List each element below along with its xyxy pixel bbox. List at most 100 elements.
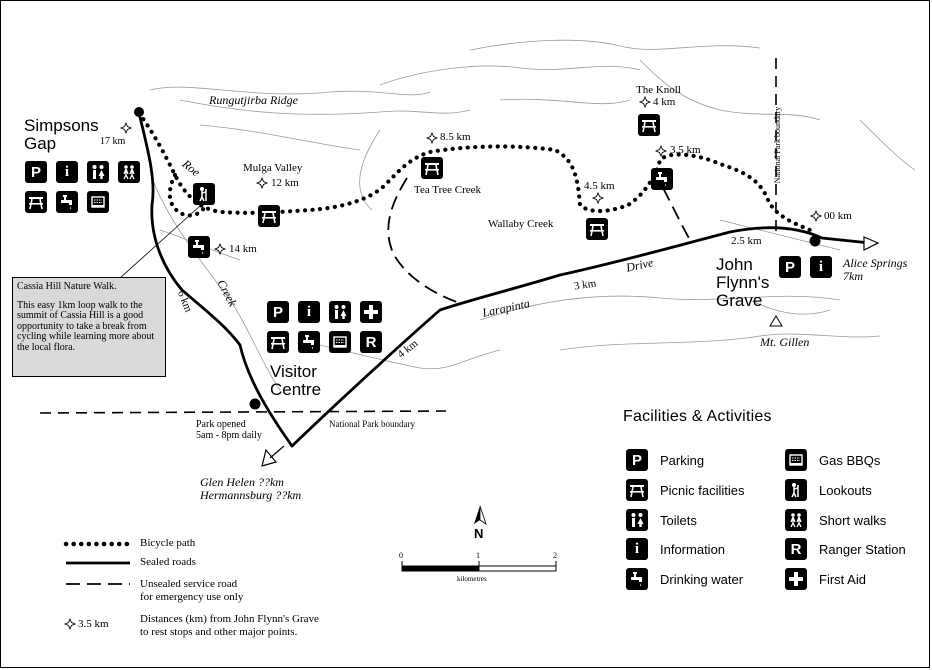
parking-icon: P — [626, 449, 648, 471]
legend-label: Lookouts — [819, 482, 872, 498]
legend-label: Ranger Station — [819, 541, 906, 557]
scale-tick-2: 2 — [553, 551, 557, 560]
short-walks-icon — [785, 509, 807, 531]
legend-toilets: Toilets — [626, 509, 697, 531]
visitor-centre-label: Visitor Centre — [270, 362, 322, 399]
drinking-water-icon — [626, 568, 648, 590]
short-walks-icon — [118, 161, 140, 183]
park-opened-label: Park opened 5am - 8pm daily — [196, 419, 262, 441]
information-icon: i — [626, 538, 648, 560]
scale-bar — [401, 561, 557, 572]
legend-label: Drinking water — [660, 571, 744, 587]
scale-tick-1: 1 — [476, 551, 480, 560]
road-distance-2-5km: 2.5 km — [731, 235, 762, 247]
legend-line-samples — [63, 541, 131, 585]
north-arrow — [474, 505, 487, 525]
legend-gas-bbq: Gas BBQs — [785, 449, 880, 471]
toilets-icon — [329, 301, 351, 323]
legend-label: First Aid — [819, 571, 866, 587]
mt-gillen-triangle — [769, 315, 783, 327]
distance-00km: 00 km — [824, 210, 852, 222]
callout-body: This easy 1km loop walk to the summit of… — [17, 299, 155, 353]
drinking-water-icon — [298, 331, 320, 353]
information-icon: i — [56, 161, 78, 183]
mt-gillen-label: Mt. Gillen — [760, 335, 810, 349]
glen-helen-arrow-line — [269, 445, 285, 459]
distance-4km: 4 km — [653, 96, 676, 108]
key-sealed-roads: Sealed roads — [140, 556, 196, 568]
picnic-icon — [421, 157, 443, 179]
gas-bbq-icon — [87, 191, 109, 213]
distance-4-5km: 4.5 km — [584, 180, 615, 192]
national-park-boundary-label: National Park boundary — [329, 419, 415, 429]
distance-8-5km: 8.5 km — [440, 131, 471, 143]
john-flynn-grave-label: John Flynn's Grave — [716, 255, 770, 310]
north-label: N — [474, 526, 484, 541]
park-boundary-lines — [39, 58, 777, 414]
distance-17km: 17 km — [100, 136, 126, 147]
legend-label: Gas BBQs — [819, 452, 881, 468]
ranger-station-icon: R — [785, 538, 807, 560]
lookout-icon — [193, 183, 215, 205]
drinking-water-icon — [651, 168, 673, 190]
legend-parking: P Parking — [626, 449, 704, 471]
legend-label: Picnic facilities — [660, 482, 745, 498]
picnic-icon — [626, 479, 648, 501]
picnic-icon — [258, 205, 280, 227]
legend-label: Information — [660, 541, 726, 557]
lookout-icon — [785, 479, 807, 501]
visitor-centre-marker — [249, 398, 261, 410]
legend-drinking-water: Drinking water — [626, 568, 743, 590]
parking-icon: P — [25, 161, 47, 183]
information-icon: i — [298, 301, 320, 323]
legend-picnic: Picnic facilities — [626, 479, 745, 501]
legend-label: Short walks — [819, 512, 887, 528]
national-park-boundary-vertical-label: National Park boundary — [773, 106, 783, 184]
scale-unit-label: kilometres — [457, 575, 487, 583]
callout-leader-line — [119, 205, 201, 279]
legend-information: i Information — [626, 538, 725, 560]
callout-title: Cassia Hill Nature Walk. — [17, 281, 117, 292]
simpsons-gap-marker — [134, 107, 144, 117]
wallaby-creek-label: Wallaby Creek — [488, 218, 554, 230]
parking-icon: P — [267, 301, 289, 323]
john-flynn-grave-marker — [809, 235, 821, 247]
terrain-lines — [149, 39, 916, 391]
drinking-water-icon — [56, 191, 78, 213]
first-aid-icon — [785, 568, 807, 590]
toilets-icon — [87, 161, 109, 183]
legend-ranger-station: R Ranger Station — [785, 538, 906, 560]
tea-tree-creek-label: Tea Tree Creek — [414, 184, 482, 196]
legend-short-walks: Short walks — [785, 509, 886, 531]
distance-14km: 14 km — [229, 243, 257, 255]
distance-12km: 12 km — [271, 177, 299, 189]
distance-star-markers — [63, 95, 823, 631]
bicycle-path — [136, 110, 818, 235]
picnic-icon — [267, 331, 289, 353]
gas-bbq-icon — [785, 449, 807, 471]
the-knoll-label: The Knoll — [636, 84, 681, 96]
key-distance-sample: 3.5 km — [78, 618, 109, 630]
drinking-water-icon — [188, 236, 210, 258]
key-distance-description: Distances (km) from John Flynn's Grave t… — [140, 613, 319, 638]
parking-icon: P — [779, 256, 801, 278]
ranger-station-icon: R — [360, 331, 382, 353]
key-unsealed-road: Unsealed service road for emergency use … — [140, 578, 244, 603]
information-icon: i — [810, 256, 832, 278]
legend-first-aid: First Aid — [785, 568, 866, 590]
legend-label: Toilets — [660, 512, 697, 528]
picnic-icon — [586, 218, 608, 240]
first-aid-icon — [360, 301, 382, 323]
mulga-valley-label: Mulga Valley — [243, 162, 303, 174]
legend-lookouts: Lookouts — [785, 479, 872, 501]
road-arrows — [261, 236, 880, 467]
legend-label: Parking — [660, 452, 705, 468]
facilities-legend-title: Facilities & Activities — [623, 408, 772, 425]
scale-tick-0: 0 — [399, 551, 403, 560]
gas-bbq-icon — [329, 331, 351, 353]
alice-springs-label: Alice Springs 7km — [843, 256, 908, 283]
cassia-hill-callout: Cassia Hill Nature Walk. This easy 1km l… — [12, 277, 166, 377]
picnic-icon — [25, 191, 47, 213]
